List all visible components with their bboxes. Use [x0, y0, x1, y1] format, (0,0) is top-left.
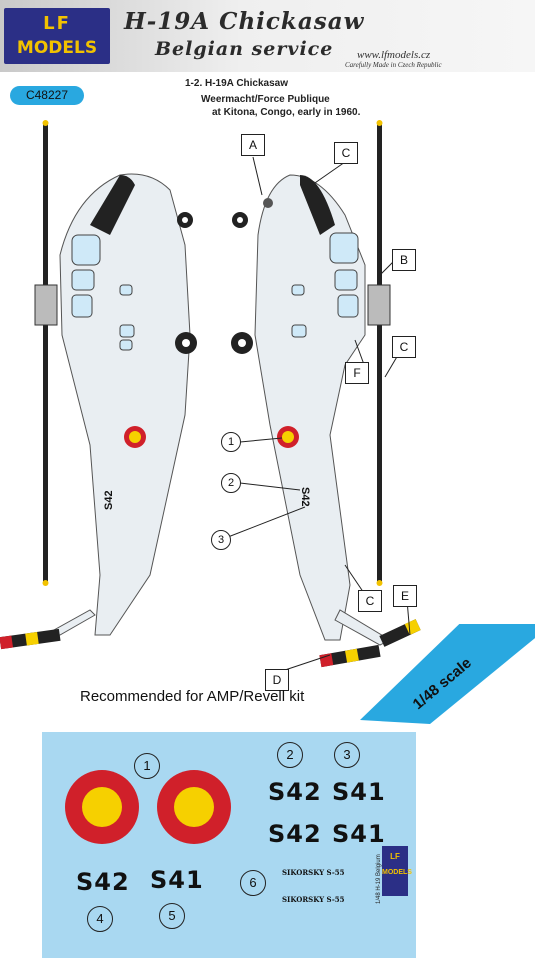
- lf-models-logo: LF MODELS: [4, 8, 110, 64]
- callout-b: B: [392, 249, 416, 271]
- decal-number-4: 4: [87, 906, 113, 932]
- callout-c-bottom: C: [358, 590, 382, 612]
- page-subtitle: Belgian service: [155, 38, 334, 60]
- helicopter-profiles: S42 S42: [0, 120, 421, 671]
- page-title: H-19A Chickasaw: [124, 8, 365, 35]
- serial-decal: S42: [268, 820, 322, 848]
- callout-c-mid: C: [392, 336, 416, 358]
- decal-number-1: 1: [134, 753, 160, 779]
- callout-a: A: [241, 134, 265, 156]
- logo-top-text: LF: [43, 13, 71, 34]
- serial-decal: S41: [332, 778, 386, 806]
- callout-c-top: C: [334, 142, 358, 164]
- kit-recommendation: Recommended for AMP/Revell kit: [80, 688, 305, 705]
- right-rotor-blade: [377, 123, 382, 583]
- scheme-location: at Kitona, Congo, early in 1960.: [212, 107, 361, 118]
- serial-decal: S41: [150, 866, 204, 894]
- logo-bottom-text: MODELS: [16, 38, 98, 58]
- made-in-text: Carefully Made in Czech Republic: [345, 61, 442, 69]
- serial-decal: S41: [332, 820, 386, 848]
- mini-logo-top: LF: [390, 852, 400, 861]
- decal-number-5: 5: [159, 903, 185, 929]
- decal-number-6: 6: [240, 870, 266, 896]
- callout-e: E: [393, 585, 417, 607]
- callout-number-2: 2: [221, 473, 241, 493]
- scheme-name: 1-2. H-19A Chickasaw: [185, 78, 289, 89]
- left-helicopter: S42: [0, 173, 197, 650]
- callout-d: D: [265, 669, 289, 691]
- product-code-badge: C48227: [10, 86, 84, 105]
- scale-banner: 1/48 scale: [360, 624, 535, 724]
- decal-roundels: [65, 770, 231, 844]
- svg-text:S42: S42: [299, 487, 311, 507]
- callout-f: F: [345, 362, 369, 384]
- svg-text:S42: S42: [103, 490, 115, 510]
- serial-decal: S42: [76, 868, 130, 896]
- mini-sheet-text: 1/48 H-19 Belgium: [376, 854, 382, 904]
- right-helicopter: S42: [231, 174, 421, 668]
- callout-number-3: 3: [211, 530, 231, 550]
- mini-logo-bottom: MODELS: [382, 869, 412, 876]
- decal-number-2: 2: [277, 742, 303, 768]
- left-rotor-blade: [43, 123, 48, 583]
- serial-decal: S42: [268, 778, 322, 806]
- website-text: www.lfmodels.cz: [357, 49, 431, 61]
- sikorsky-decal: SIKORSKY S-55: [282, 868, 345, 877]
- decal-number-3: 3: [334, 742, 360, 768]
- sikorsky-decal: SIKORSKY S-55: [282, 895, 345, 904]
- scheme-unit: Weermacht/Force Publique: [201, 94, 330, 105]
- callout-number-1: 1: [221, 432, 241, 452]
- mini-lf-logo: LF MODELS: [382, 846, 412, 896]
